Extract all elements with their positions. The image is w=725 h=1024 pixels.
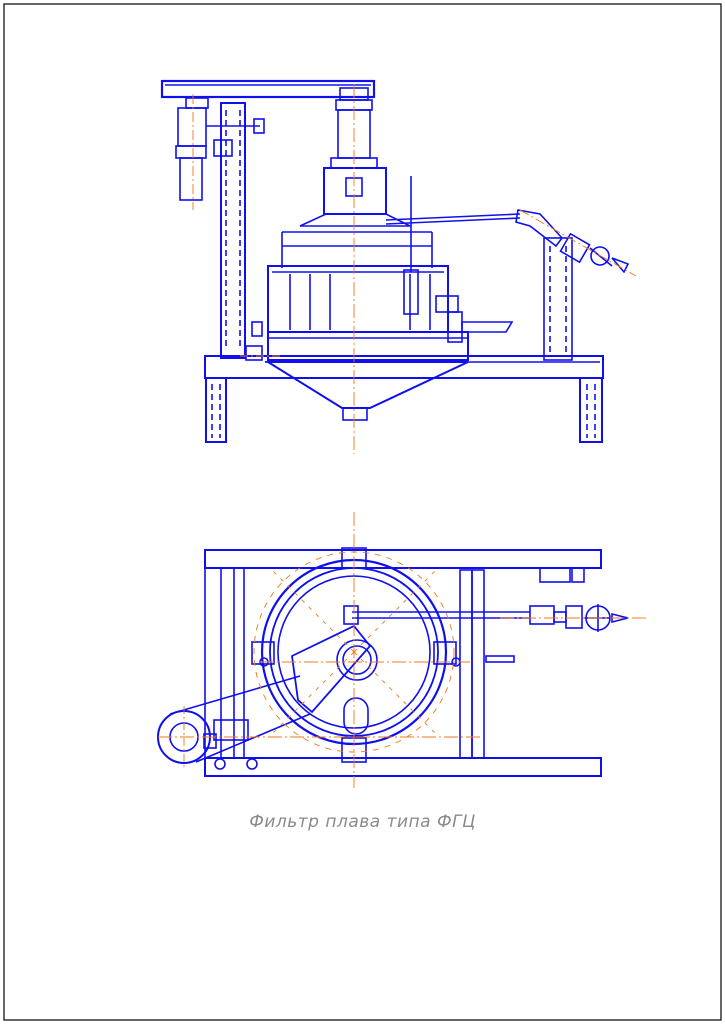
plan-view-centerlines — [158, 512, 648, 788]
drawing-caption: Фильтр плава типа ФГЦ — [249, 812, 476, 832]
front-view — [160, 79, 630, 443]
sheet-frame — [3, 3, 722, 1021]
front-view-centerlines — [192, 84, 637, 454]
